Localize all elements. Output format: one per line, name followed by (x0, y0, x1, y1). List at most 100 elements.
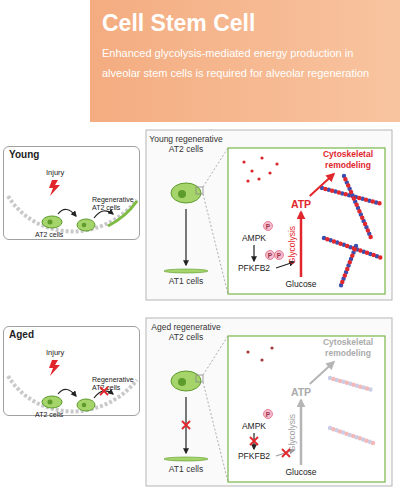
zoom-box (228, 148, 385, 294)
at1-cell (164, 457, 208, 461)
alveolar-wall (8, 376, 137, 411)
protein-label: PFKFB2 (234, 450, 274, 462)
node-text: Cytoskeletal remodeling (314, 337, 382, 359)
cell-label: Aged regenerative AT2 cells (144, 322, 228, 396)
phospho-mark: P (264, 410, 273, 419)
atp-dot (260, 358, 263, 361)
cell-label: Young regenerative AT2 cells (144, 134, 228, 208)
phospho-mark: P (264, 222, 273, 231)
alveolus-illustration (8, 360, 137, 411)
protein-label: AMPK (234, 232, 274, 244)
regenerative-cell (77, 399, 95, 411)
mechanism-panel (146, 130, 392, 300)
phospho-mark: P (266, 251, 275, 260)
process-label: Cytoskeletal remodeling (314, 337, 382, 361)
panel-frame (146, 130, 392, 300)
cell-nucleus (82, 403, 87, 408)
cell-label: AT1 cells (161, 266, 211, 290)
connector-arrow (300, 212, 303, 277)
at2-cell (171, 371, 201, 391)
node-text: ATP (287, 385, 315, 399)
cell-label: Regenerative AT2 cells (92, 196, 138, 212)
cell-label: Regenerative AT2 cells (92, 376, 138, 392)
node-text: Glucose (282, 278, 320, 290)
node-text: AMPK (234, 420, 274, 432)
connector-arrow (185, 209, 186, 265)
edge-label: Glycolysis (287, 225, 297, 263)
panel-box: Young (3, 146, 140, 240)
panel-frame (146, 318, 392, 486)
cell-nucleus (178, 190, 186, 198)
regenerative-cell (77, 219, 95, 231)
differentiation-arrow (94, 391, 113, 398)
zoom-line (203, 148, 228, 187)
node-text: Aged regenerative AT2 cells (144, 322, 228, 342)
atp-dot (257, 177, 260, 180)
phospho-circle (275, 251, 284, 260)
metabolite-label: Glucose (282, 278, 320, 290)
edge-label: Glycolysis (287, 413, 297, 451)
node-text: ATP (287, 197, 315, 211)
node-text: Young (9, 149, 134, 160)
zoom-box (228, 336, 385, 482)
connector-arrow (185, 397, 186, 453)
node-text: AMPK (234, 232, 274, 244)
atp-dot (260, 156, 263, 159)
cell-nucleus (48, 220, 53, 225)
actin-filament (344, 176, 372, 240)
metabolite-label: Glucose (282, 466, 320, 478)
at2-cell (171, 183, 201, 203)
alveolus-illustration (8, 180, 137, 231)
protein-label: PFKFB2 (234, 262, 274, 274)
node-text: AT1 cells (161, 276, 211, 287)
injury-label: Injury (46, 168, 86, 177)
differentiation-arrow (94, 211, 113, 218)
metabolite-label: ATP (287, 385, 315, 399)
atp-dot (275, 162, 278, 165)
node-text: Glucose (282, 466, 320, 478)
differentiation-arrow (58, 389, 76, 396)
connector-group (186, 174, 334, 465)
atp-dot (268, 171, 271, 174)
mechanism-panel (146, 318, 392, 486)
atp-dot (242, 160, 245, 163)
cell-label: AT2 cells (35, 411, 75, 419)
atp-dot (246, 179, 249, 182)
actin-filament (330, 378, 372, 390)
actin-filament (344, 176, 372, 240)
atp-dot (270, 346, 273, 349)
process-label: Cytoskeletal remodeling (314, 149, 382, 173)
node-text: Aged (9, 329, 134, 340)
node-text: Cytoskeletal remodeling (314, 149, 382, 171)
alveolar-wall (8, 196, 137, 231)
journal-banner: Cell Stem CellEnhanced glycolysis-mediat… (90, 0, 400, 122)
at2-cell (42, 396, 62, 408)
block-x (100, 387, 108, 395)
actin-filament (330, 428, 376, 444)
connector-arrow (253, 245, 254, 261)
atp-dot (250, 169, 253, 172)
zoom-marker (196, 375, 203, 382)
connector-arrow (310, 362, 334, 384)
block-x (182, 421, 190, 429)
zoom-line (203, 336, 228, 375)
block-marks (100, 387, 290, 457)
connector-arrow (300, 400, 303, 465)
actin-filament (340, 246, 356, 288)
block-x (282, 449, 290, 457)
node-text: Cell Stem Cell (102, 9, 390, 37)
cell-nucleus (178, 378, 186, 386)
cell-label: AT1 cells (161, 454, 211, 478)
at2-cell (42, 216, 62, 228)
phospho-circle (264, 222, 273, 231)
zoom-line (203, 194, 228, 294)
injury-label: Injury (46, 348, 86, 357)
phospho-circle (266, 251, 275, 260)
injury-bolt (49, 180, 60, 196)
actin-filament (340, 246, 356, 288)
actin-filament (330, 428, 376, 444)
phospho-circle (264, 410, 273, 419)
